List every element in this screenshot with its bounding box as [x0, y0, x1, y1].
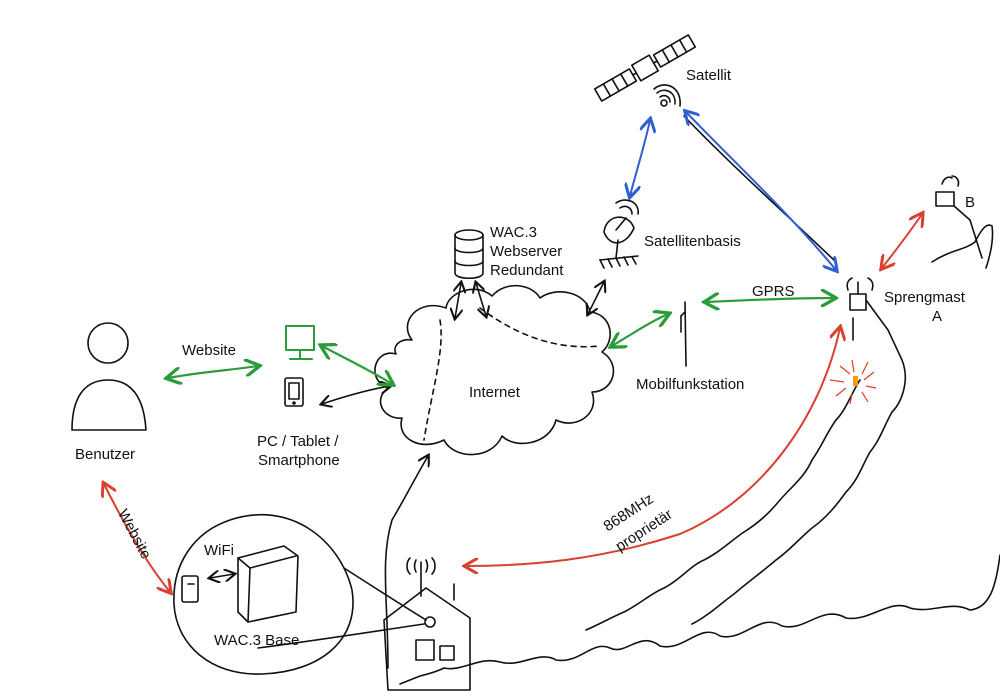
devices-label-line2: Smartphone — [258, 452, 340, 469]
mountain-ridge — [691, 359, 907, 625]
mast-b-label: B — [965, 194, 976, 211]
database-server-icon — [454, 229, 484, 280]
link-satellite-mast — [686, 112, 836, 270]
user-label: Benutzer — [75, 446, 136, 463]
mast-a-label-line2: A — [932, 308, 943, 325]
base-bubble — [173, 514, 354, 675]
monitor-icon — [285, 325, 315, 360]
link-tablet-internet — [322, 386, 390, 404]
server-label-line1: WAC.3 — [490, 224, 537, 241]
link-server-internet-1 — [455, 283, 461, 318]
link-user-pc — [168, 366, 258, 378]
explosive-charge-icon — [853, 376, 858, 386]
link-satellite-base — [630, 120, 650, 196]
mountain-terrain-main — [399, 379, 1000, 685]
user-head-icon — [87, 322, 129, 364]
mountain-terrain — [931, 224, 994, 269]
mast-b-icon — [935, 175, 983, 259]
satellite-signal-icon — [653, 84, 681, 107]
link-user-base — [104, 484, 170, 592]
base-label: WAC.3 Base — [214, 632, 300, 649]
link-house-internet — [384, 456, 428, 669]
gprs-label: GPRS — [752, 283, 795, 300]
satellite-icon — [593, 34, 697, 102]
wifi-label: WiFi — [204, 542, 234, 559]
internet-label: Internet — [469, 384, 520, 401]
link-cell-mast — [706, 298, 834, 302]
cloud-dashed-inner — [423, 319, 442, 441]
user-body-icon — [71, 379, 147, 431]
link-mast-a-b — [882, 214, 922, 268]
house-icon — [383, 557, 471, 691]
link-internet-cell — [612, 314, 668, 346]
link-server-internet-2 — [476, 283, 486, 316]
link-pc-internet — [322, 346, 392, 384]
server-label-line3: Redundant — [490, 262, 564, 279]
satellite-label: Satellit — [686, 67, 732, 84]
tablet-icon — [284, 377, 304, 407]
phone-small-icon — [181, 575, 199, 603]
base-box-icon — [237, 545, 299, 623]
server-label-line2: Webserver — [490, 243, 563, 260]
link-base-house — [257, 567, 427, 649]
link-dish-internet — [588, 282, 604, 314]
satellite-base-label: Satellitenbasis — [644, 233, 741, 250]
mast-a-label-line1: Sprengmast — [884, 289, 965, 306]
link-868-radio — [466, 328, 840, 566]
cell-tower-icon — [680, 301, 687, 367]
cell-station-label: Mobilfunkstation — [636, 376, 745, 393]
explosion-icon — [829, 359, 877, 405]
website-top-label: Website — [182, 342, 236, 359]
mast-a-icon — [846, 277, 903, 361]
internet-cloud-icon — [374, 284, 615, 456]
satellite-dish-icon — [599, 199, 639, 269]
devices-label-line1: PC / Tablet / — [257, 433, 339, 450]
cloud-dashed-inner-2 — [479, 307, 601, 348]
wifi-arrow — [210, 574, 234, 578]
